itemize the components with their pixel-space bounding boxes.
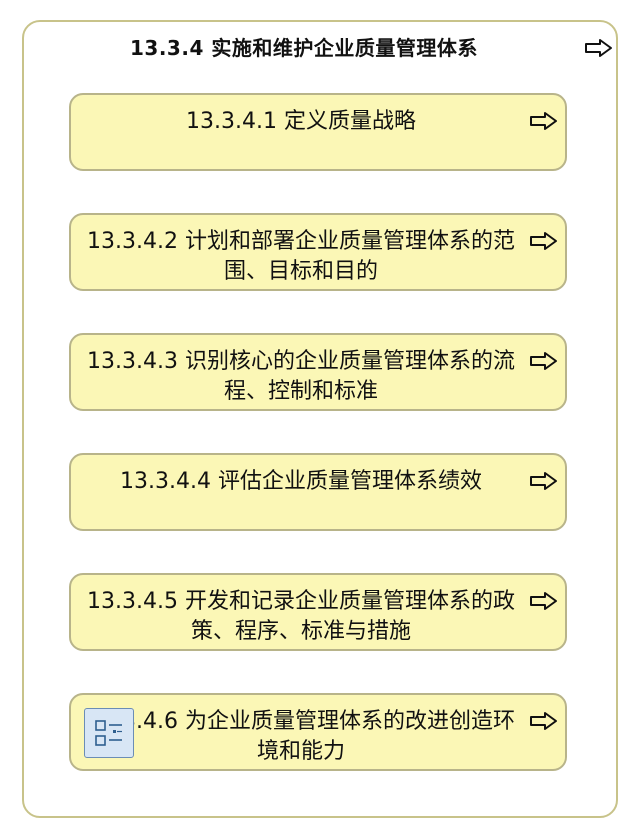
process-card-label: 13.3.4.1 定义质量战略: [186, 109, 416, 134]
process-card-label: 13.3.4.6 为企业质量管理体系的改进创造环境和能力: [87, 709, 515, 764]
list-items-icon[interactable]: [84, 708, 134, 758]
outline-right-arrow-icon[interactable]: [529, 231, 559, 251]
process-group-title: 13.3.4 实施和维护企业质量管理体系: [130, 36, 478, 60]
outline-right-arrow-icon[interactable]: [529, 351, 559, 371]
outline-right-arrow-icon[interactable]: [529, 471, 559, 491]
outline-right-arrow-icon[interactable]: [529, 711, 559, 731]
outline-right-arrow-icon[interactable]: [529, 591, 559, 611]
process-card-4[interactable]: 13.3.4.4 评估企业质量管理体系绩效: [69, 453, 567, 531]
outline-right-arrow-icon[interactable]: [529, 111, 559, 131]
outline-right-arrow-icon[interactable]: [584, 38, 614, 58]
process-card-5[interactable]: 13.3.4.5 开发和记录企业质量管理体系的政策、程序、标准与措施: [69, 573, 567, 651]
process-card-1[interactable]: 13.3.4.1 定义质量战略: [69, 93, 567, 171]
process-card-label: 13.3.4.5 开发和记录企业质量管理体系的政策、程序、标准与措施: [87, 589, 515, 644]
process-card-6[interactable]: 13.3.4.6 为企业质量管理体系的改进创造环境和能力: [69, 693, 567, 771]
process-card-label: 13.3.4.2 计划和部署企业质量管理体系的范围、目标和目的: [87, 229, 515, 284]
process-card-label: 13.3.4.3 识别核心的企业质量管理体系的流程、控制和标准: [87, 349, 515, 404]
process-card-2[interactable]: 13.3.4.2 计划和部署企业质量管理体系的范围、目标和目的: [69, 213, 567, 291]
process-card-label: 13.3.4.4 评估企业质量管理体系绩效: [120, 469, 482, 494]
process-card-3[interactable]: 13.3.4.3 识别核心的企业质量管理体系的流程、控制和标准: [69, 333, 567, 411]
